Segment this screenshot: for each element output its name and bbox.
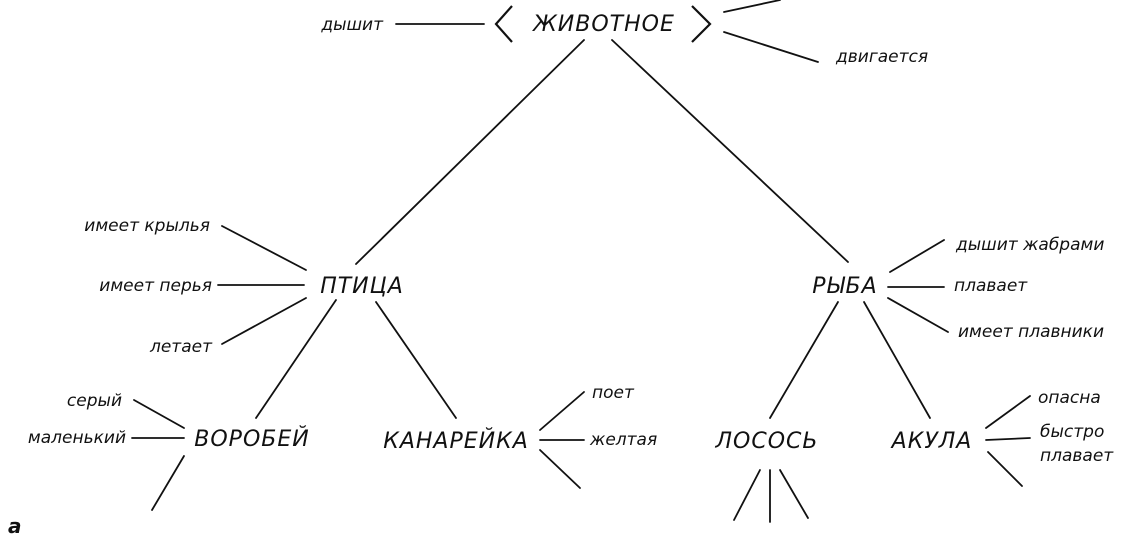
link-shark-fast bbox=[985, 437, 1031, 441]
link-fish-fins bbox=[887, 297, 949, 333]
link-salmon-truncated-1 bbox=[733, 469, 761, 521]
link-bird-has-wings bbox=[221, 225, 307, 271]
node-canary-label: КАНАРЕЙКА bbox=[383, 428, 529, 454]
prop-small: маленький bbox=[28, 428, 126, 448]
node-fish-label: РЫБА bbox=[812, 274, 877, 299]
link-animal-truncated bbox=[723, 0, 781, 13]
link-salmon-truncated-3 bbox=[779, 469, 809, 519]
link-animal-moves bbox=[723, 31, 819, 63]
prop-fast: быстро bbox=[1040, 422, 1104, 442]
prop-yellow: желтая bbox=[589, 430, 657, 450]
prop-grey: серый bbox=[67, 391, 122, 411]
prop-has-wings: имеет крылья bbox=[84, 216, 210, 236]
link-shark-dangerous bbox=[985, 395, 1031, 429]
link-animal-fish bbox=[611, 39, 849, 263]
prop-sings: поет bbox=[592, 383, 635, 403]
figure-caption: а bbox=[8, 514, 22, 536]
link-bird-flies bbox=[221, 297, 307, 345]
node-salmon-label: ЛОСОСЬ bbox=[715, 429, 819, 454]
prop-breathes-gills: дышит жабрами bbox=[955, 235, 1104, 255]
node-sparrow-label: ВОРОБЕЙ bbox=[194, 426, 309, 452]
link-animal-bird bbox=[355, 39, 585, 265]
link-fish-shark bbox=[863, 301, 931, 419]
prop-has-fins: имеет плавники bbox=[958, 322, 1104, 342]
prop-swims-shark: плавает bbox=[1040, 446, 1114, 466]
left-angle-bracket bbox=[494, 5, 513, 43]
prop-flies: летает bbox=[149, 337, 213, 357]
node-animal-label: ЖИВОТНОЕ bbox=[531, 12, 675, 37]
node-bird-label: ПТИЦА bbox=[320, 274, 404, 299]
link-canary-sings bbox=[539, 391, 585, 431]
prop-breathes: дышит bbox=[320, 15, 384, 35]
link-sparrow-grey bbox=[133, 399, 185, 429]
node-animal: ЖИВОТНОЕ bbox=[494, 5, 712, 43]
link-fish-gills bbox=[889, 239, 945, 273]
link-bird-canary bbox=[375, 301, 457, 419]
prop-dangerous: опасна bbox=[1038, 388, 1101, 408]
node-shark-label: АКУЛА bbox=[890, 429, 973, 454]
link-sparrow-truncated bbox=[151, 455, 185, 511]
right-angle-bracket bbox=[691, 5, 712, 43]
prop-has-feathers: имеет перья bbox=[99, 276, 212, 296]
prop-swims: плавает bbox=[954, 276, 1028, 296]
prop-moves: двигается bbox=[835, 47, 928, 67]
link-canary-truncated bbox=[539, 449, 581, 489]
link-bird-sparrow bbox=[255, 299, 337, 419]
link-fish-salmon bbox=[769, 301, 839, 419]
link-shark-truncated bbox=[987, 451, 1023, 487]
